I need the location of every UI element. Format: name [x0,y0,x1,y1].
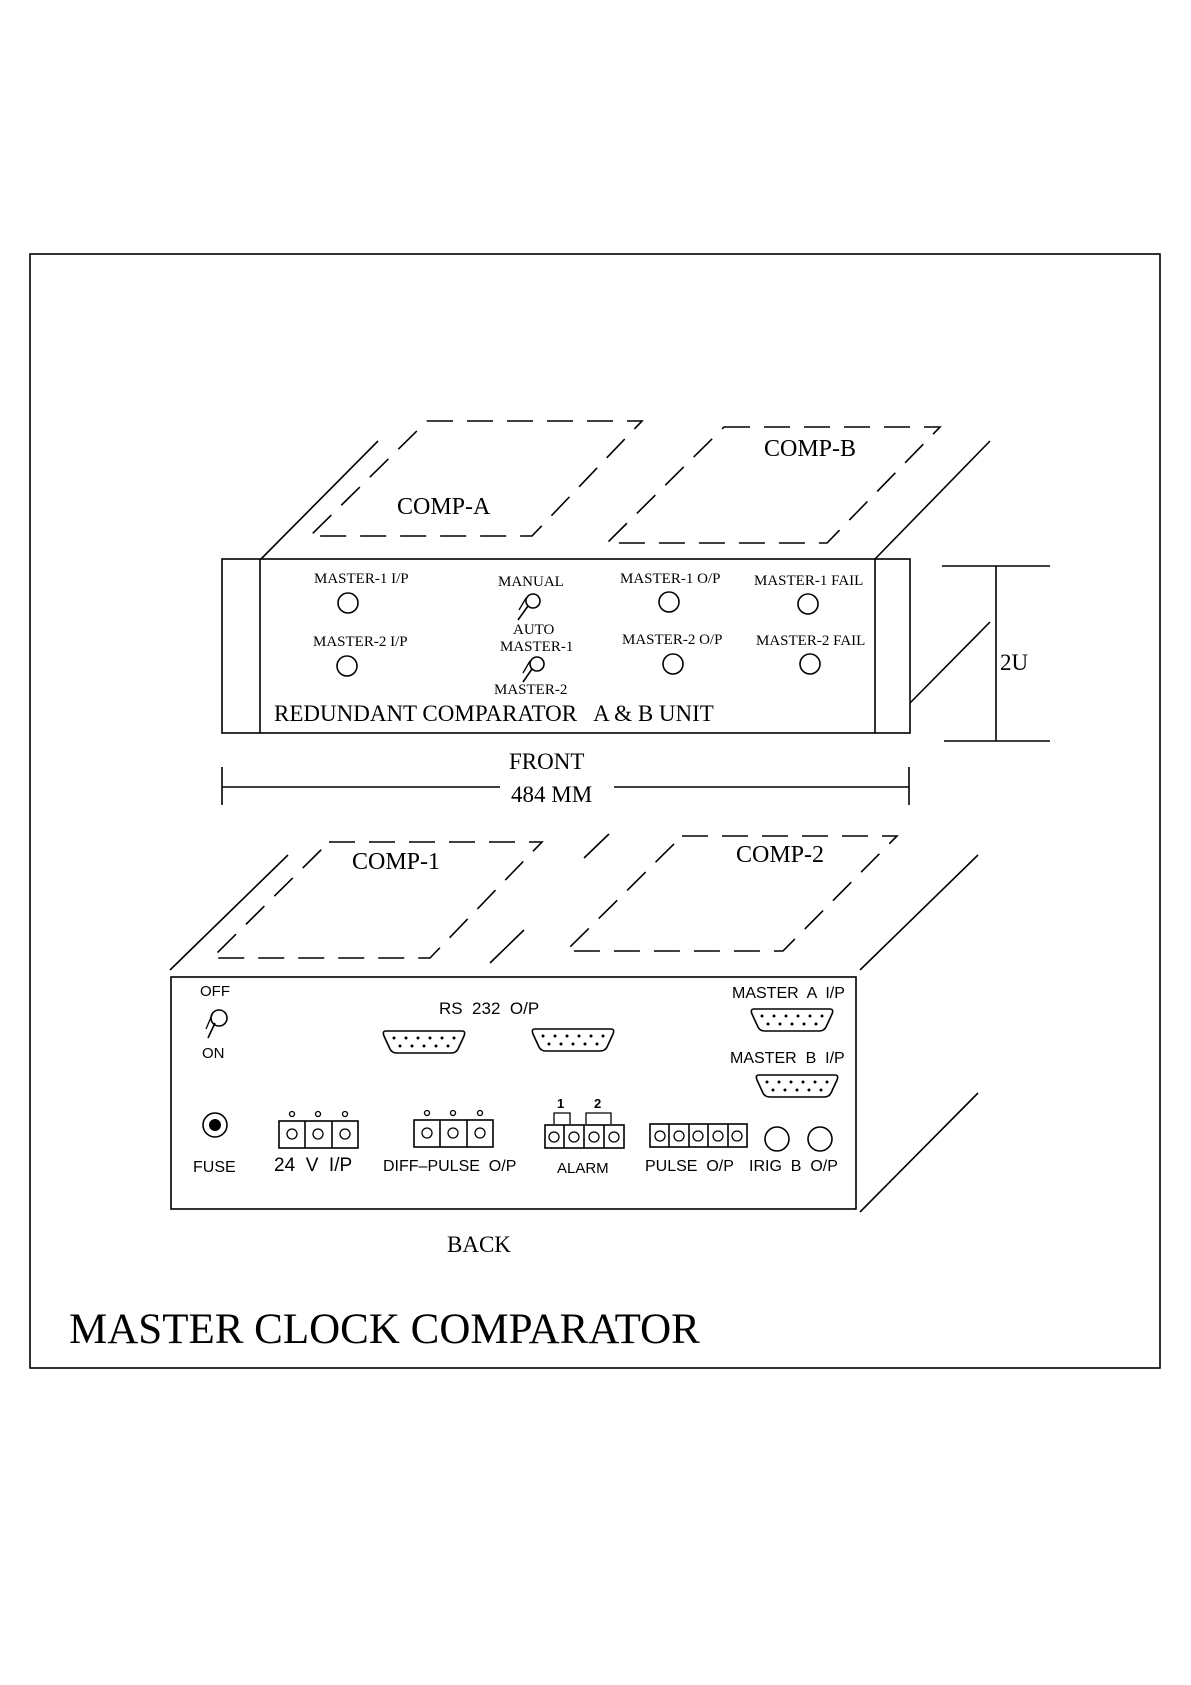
master-b-connector[interactable] [755,1074,839,1098]
rs232-connector-1[interactable] [382,1030,466,1054]
on-label: ON [202,1045,225,1062]
master2-ip-label: MASTER-2 I/P [313,634,408,650]
comp-1-label: COMP-1 [352,849,440,875]
manual-label: MANUAL [498,574,564,590]
comp-2-label: COMP-2 [736,842,824,868]
irig-b-connector-1[interactable] [764,1126,790,1152]
width-dimension-label: 484 MM [511,782,592,807]
master1-ip-led [337,592,359,614]
master2-ip-led [336,655,358,677]
alarm-1-label: 1 [557,1096,564,1111]
comp-a-label: COMP-A [397,494,491,520]
power-toggle-switch[interactable] [205,1009,228,1039]
master-b-ip-label: MASTER B I/P [730,1050,845,1067]
comp-a-outline [308,420,644,537]
page-title: MASTER CLOCK COMPARATOR [69,1306,700,1353]
power-terminal-block[interactable] [278,1110,359,1149]
fuse-holder[interactable] [202,1112,228,1138]
rs232-connector-2[interactable] [531,1028,615,1052]
diff-pulse-label: DIFF–PULSE O/P [383,1158,516,1175]
alarm-2-label: 2 [594,1096,601,1111]
master2-fail-led [799,653,821,675]
pulse-terminal-block[interactable] [649,1123,748,1148]
master1-fail-led [797,593,819,615]
front-unit: COMP-A COMP-B MASTER-1 I/P MASTER-2 I/P … [221,420,1050,807]
off-label: OFF [200,983,230,1000]
master-a-ip-label: MASTER A I/P [732,985,845,1002]
front-panel-title: REDUNDANT COMPARATOR A & B UNIT [274,701,714,726]
master2-fail-label: MASTER-2 FAIL [756,633,865,649]
alarm-terminal-block[interactable] [544,1112,625,1149]
height-dimension-label: 2U [1000,650,1029,675]
master1-op-led [658,591,680,613]
comp-b-outline [605,426,942,544]
front-view-label: FRONT [509,749,584,774]
fuse-label: FUSE [193,1159,236,1176]
comp-1-outline [210,841,544,959]
master-a-connector[interactable] [750,1008,834,1032]
master1-label: MASTER-1 [500,639,573,655]
comp-b-label: COMP-B [764,436,856,462]
power-input-label: 24 V I/P [274,1155,352,1176]
master1-fail-label: MASTER-1 FAIL [754,573,863,589]
master2-op-led [662,653,684,675]
page-frame [29,253,1161,1369]
master2-label: MASTER-2 [494,682,567,698]
back-panel [170,976,857,1210]
pulse-op-label: PULSE O/P [645,1158,734,1175]
rs232-label: RS 232 O/P [439,999,539,1018]
master1-ip-label: MASTER-1 I/P [314,571,409,587]
irig-b-connector-2[interactable] [807,1126,833,1152]
comp-2-outline [564,835,899,952]
back-view-label: BACK [447,1232,511,1257]
manual-auto-toggle-switch[interactable] [517,593,541,621]
master-select-toggle-switch[interactable] [522,656,545,683]
diff-pulse-terminal-block[interactable] [413,1109,494,1148]
front-panel [221,558,911,734]
irig-b-op-label: IRIG B O/P [749,1158,838,1175]
master2-op-label: MASTER-2 O/P [622,632,722,648]
master1-op-label: MASTER-1 O/P [620,571,720,587]
auto-label: AUTO [513,622,555,638]
back-unit: COMP-1 COMP-2 OFF ON RS 232 O/P MASTER A… [169,833,979,1257]
alarm-label: ALARM [557,1160,609,1177]
